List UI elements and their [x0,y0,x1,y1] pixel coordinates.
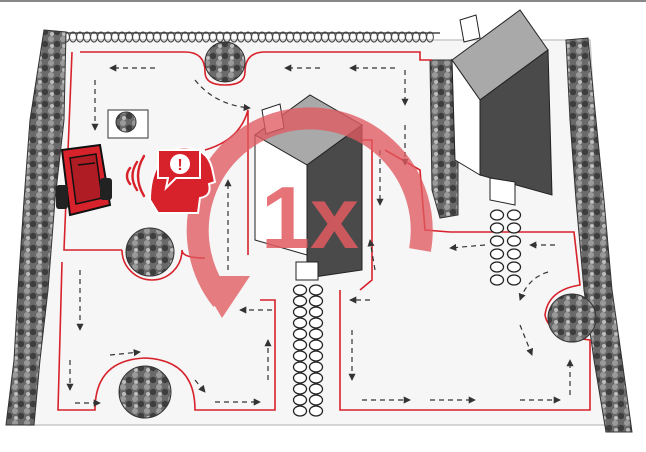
stepping-stones [292,209,522,417]
stepping-stone [292,339,308,351]
stepping-stone [292,295,308,307]
stepping-stone [292,284,308,296]
stepping-stone [292,394,308,406]
shrub-bottom-left [118,365,172,419]
shrub-bottom-right [547,293,597,343]
stepping-stone [292,317,308,329]
stepping-stone [506,209,522,221]
right-hedge [565,37,633,433]
stepping-stone [308,339,324,351]
stepping-stone [308,328,324,340]
stepping-stone [292,361,308,373]
alert-head-icon: ! [148,146,217,214]
stepping-stone [308,306,324,318]
stepping-stone [292,350,308,362]
stepping-stone [308,350,324,362]
planter-box [107,109,149,139]
stepping-stone [506,274,522,286]
stepping-stone [292,328,308,340]
stepping-stone [292,383,308,395]
stepping-stone [308,361,324,373]
stepping-stone [506,235,522,247]
stepping-stone [308,372,324,384]
stepping-stone [292,405,308,417]
alert-symbol: ! [177,157,182,174]
stepping-stone [489,209,505,221]
stepping-stone [489,222,505,234]
robot-mower-icon [56,143,112,217]
stepping-stone [489,261,505,273]
repeat-arrow-icon [186,107,433,318]
stepping-stone [308,317,324,329]
shrub-top [204,41,246,83]
stepping-stone [308,383,324,395]
stepping-stone [292,372,308,384]
stepping-stone [308,295,324,307]
stepping-stone [506,248,522,260]
repeat-count-label: 1x [261,168,359,267]
shrub-mid-left [125,227,175,277]
back-fence [62,31,440,43]
house [254,94,363,281]
stepping-stone [489,235,505,247]
stepping-stone [308,284,324,296]
boundary-wire [57,51,591,411]
left-hedge [5,29,67,426]
stepping-stone [308,394,324,406]
stepping-stone [292,306,308,318]
barn [451,9,553,206]
signal-waves-icon [125,154,146,198]
stepping-stone [489,248,505,260]
mowing-paths [66,64,574,407]
stepping-stone [308,405,324,417]
fence-loop [426,31,434,43]
stepping-stone [506,222,522,234]
stepping-stone [489,274,505,286]
stepping-stone [506,261,522,273]
